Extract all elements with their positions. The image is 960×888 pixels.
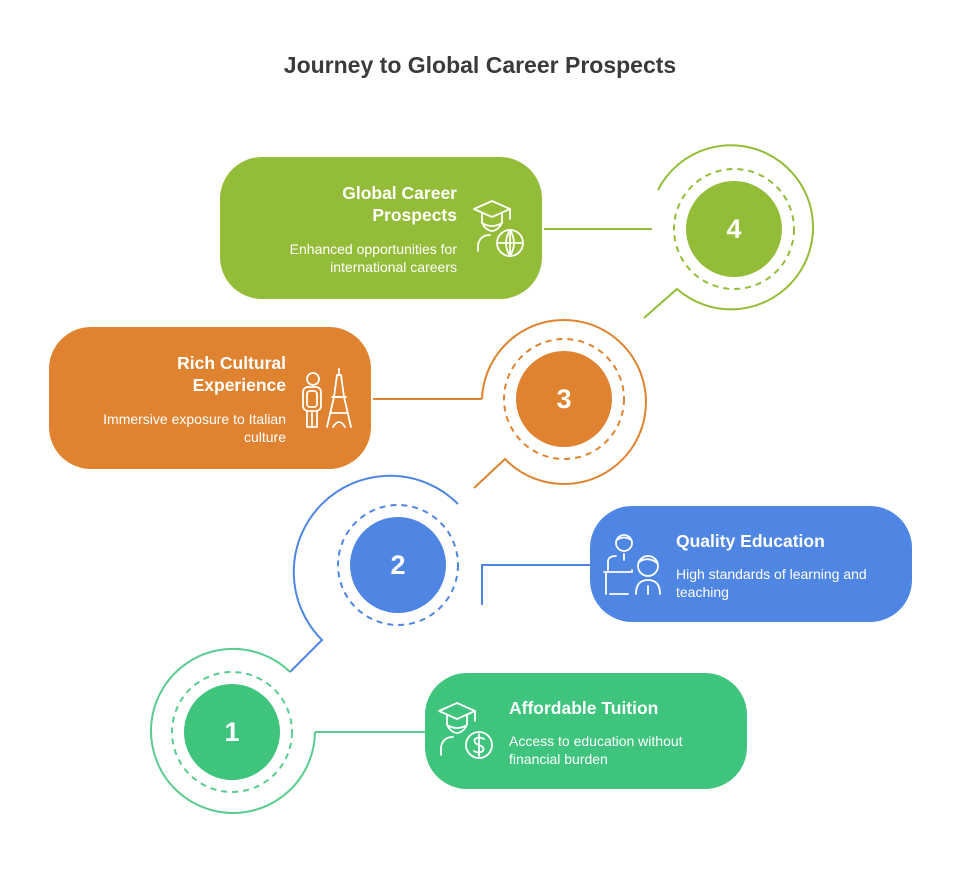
step-2-title: Quality Education [676,531,825,551]
step-4-dashed-ring [673,168,795,290]
step-4-number: 4 [726,214,742,244]
page-title: Journey to Global Career Prospects [283,52,677,78]
step-3-number: 3 [556,384,572,414]
graduate-dollar-icon [438,702,493,759]
step-2-dashed-ring [337,504,459,626]
step-4-circle [686,181,782,277]
step-3-description: Immersive exposure to Italian culture [103,411,286,445]
step-2-connector [481,564,590,605]
step-4-title: Global Career Prospects [342,183,457,225]
step-3-card: Rich Cultural Experience Immersive expos… [49,327,371,469]
step-3-title: Rich Cultural Experience [177,353,286,395]
step-3-circle [516,351,612,447]
step-4-card: Global Career Prospects Enhanced opportu… [220,157,542,299]
step-2-outer-ring [289,474,459,673]
step-2-card: Quality Education High standards of lear… [590,506,912,622]
step-2-circle [350,517,446,613]
step-1-number: 1 [224,717,240,747]
step-1-title: Affordable Tuition [509,698,659,718]
graduate-globe-icon [473,200,524,257]
step-2-description: High standards of learning and teaching [676,566,867,600]
step-3-outer-ring [473,319,647,489]
step-1-circle [184,684,280,780]
step-2-number: 2 [390,550,406,580]
step-1-dashed-ring [171,671,293,793]
step-1-description: Access to education without financial bu… [509,733,683,767]
teacher-student-icon [603,534,661,595]
step-3-dashed-ring [503,338,625,460]
tourist-eiffel-tower-icon [302,368,352,428]
step-4-description: Enhanced opportunities for international… [289,241,457,275]
step-1-outer-ring [150,648,316,814]
step-1-card: Affordable Tuition Access to education w… [425,673,747,789]
step-4-outer-ring [643,144,815,319]
